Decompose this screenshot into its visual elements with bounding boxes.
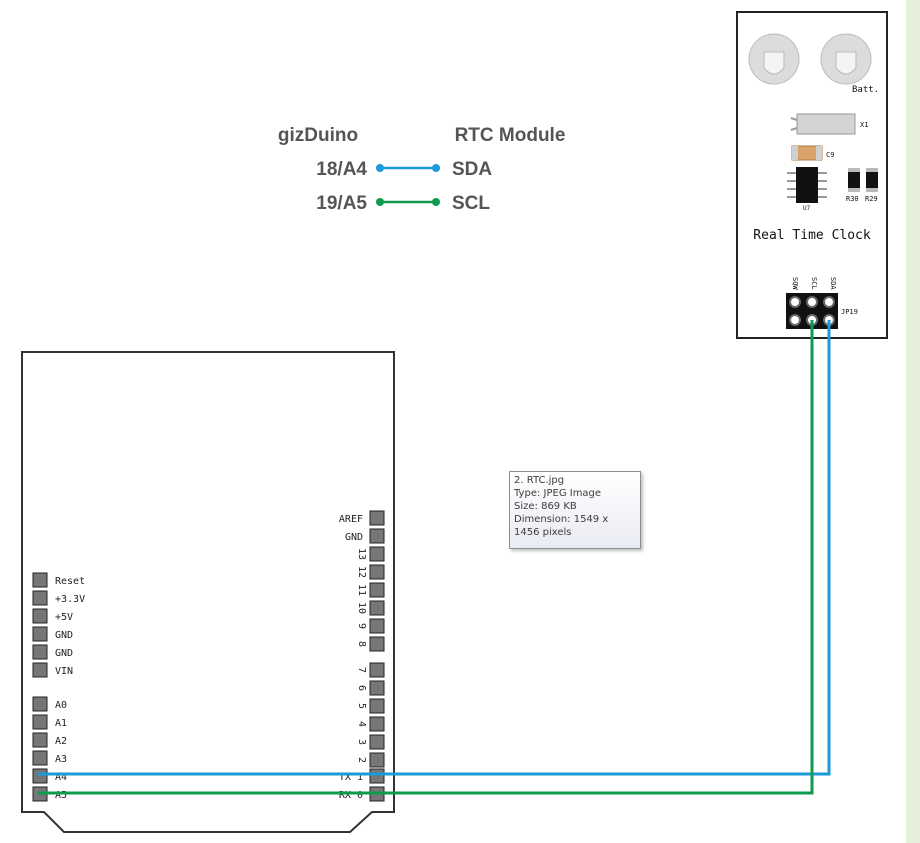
legend-gizduino-header: gizDuino <box>278 125 358 146</box>
sda-wire <box>38 320 831 776</box>
battery-holder-icon <box>748 33 872 85</box>
pin-d2 <box>369 752 385 768</box>
analog-pin-header <box>32 696 48 802</box>
pin-label: 9 <box>356 623 367 629</box>
pin-d1-tx <box>369 768 385 784</box>
power-pin-header <box>32 572 48 678</box>
pin-d10 <box>369 600 385 616</box>
pin-label: A5 <box>55 790 67 801</box>
pin-label: 6 <box>356 685 367 691</box>
pin-label: GND <box>55 630 73 641</box>
pin-d7 <box>369 662 385 678</box>
pin-d3 <box>369 734 385 750</box>
pin-label: Reset <box>55 576 85 587</box>
pin-label: 3 <box>356 739 367 745</box>
pin-a2 <box>32 732 48 748</box>
header-name: JP19 <box>841 308 858 316</box>
pin-d12 <box>369 564 385 580</box>
crystal-icon <box>790 113 856 135</box>
rtc-title: Real Time Clock <box>753 228 871 243</box>
pin-label: A2 <box>55 736 67 747</box>
legend-rtc-header: RTC Module <box>455 125 566 146</box>
pin-label: 2 <box>356 757 367 763</box>
pin-label: 12 <box>356 566 367 578</box>
pin-d13 <box>369 546 385 562</box>
pin-label: A4 <box>55 772 67 783</box>
tooltip-size: Size: 869 KB <box>514 501 577 512</box>
header-label-scl: SCL <box>810 277 818 290</box>
window-sidebar <box>906 0 920 843</box>
resistor-icon <box>848 168 878 192</box>
pin-label: AREF <box>339 514 363 525</box>
pin-a3 <box>32 750 48 766</box>
pin-label: 8 <box>356 641 367 647</box>
legend-row2-right: SCL <box>452 193 490 214</box>
pin-label: A0 <box>55 700 67 711</box>
pin-label: VIN <box>55 666 73 677</box>
batt-label: Batt. <box>852 85 879 95</box>
pin-3v3 <box>32 590 48 606</box>
legend-row1-right: SDA <box>452 159 492 180</box>
rtc-pin-header <box>786 293 838 329</box>
pin-label: +5V <box>55 612 73 623</box>
pin-label: RX 0 <box>339 790 363 801</box>
digital-pin-header-top <box>369 510 385 652</box>
pin-label: A3 <box>55 754 67 765</box>
cap-label: C9 <box>826 151 834 159</box>
legend-scl-dot-right <box>432 198 440 206</box>
scl-wire <box>38 320 814 795</box>
legend-scl-dot-left <box>376 198 384 206</box>
header-label-sda: SDA <box>829 277 837 290</box>
tooltip-dimension: Dimension: 1549 x 1456 pixels <box>514 514 609 538</box>
tooltip-name: 2. RTC.jpg <box>514 475 565 486</box>
resistor-label-r29: R29 <box>865 195 878 203</box>
capacitor-icon <box>791 145 823 161</box>
pin-d4 <box>369 716 385 732</box>
pin-a1 <box>32 714 48 730</box>
pin-a0 <box>32 696 48 712</box>
legend-row2-left: 19/A5 <box>316 193 367 214</box>
legend-sda-dot-right <box>432 164 440 172</box>
pin-gnd-2 <box>32 644 48 660</box>
pin-gnd-3 <box>369 528 385 544</box>
pin-aref <box>369 510 385 526</box>
pin-label: TX 1 <box>339 772 363 783</box>
pin-d6 <box>369 680 385 696</box>
tooltip-type: Type: JPEG Image <box>514 488 602 499</box>
resistor-label-r30: R30 <box>846 195 859 203</box>
gizduino-board <box>21 351 395 833</box>
pin-label: 13 <box>356 548 367 560</box>
crystal-label: X1 <box>860 121 868 129</box>
pin-d5 <box>369 698 385 714</box>
pin-a4 <box>32 768 48 784</box>
pin-label: GND <box>55 648 73 659</box>
pin-label: 5 <box>356 703 367 709</box>
ic-chip-icon <box>787 167 827 203</box>
pin-5v <box>32 608 48 624</box>
pin-label: +3.3V <box>55 594 85 605</box>
pin-d9 <box>369 618 385 634</box>
pin-reset <box>32 572 48 588</box>
pin-label: 7 <box>356 667 367 673</box>
pin-vin <box>32 662 48 678</box>
legend-row1-left: 18/A4 <box>316 159 367 180</box>
chip-label: U7 <box>803 205 811 212</box>
pin-label: 4 <box>356 721 367 727</box>
pin-d8 <box>369 636 385 652</box>
header-label-sqw: SQW <box>791 277 799 290</box>
pin-label: 11 <box>356 584 367 596</box>
pin-label: GND <box>345 532 363 543</box>
legend-sda-dot-left <box>376 164 384 172</box>
pin-gnd-1 <box>32 626 48 642</box>
pin-d11 <box>369 582 385 598</box>
pin-label: 10 <box>356 602 367 614</box>
file-info-tooltip: 2. RTC.jpg Type: JPEG Image Size: 869 KB… <box>509 471 641 549</box>
pin-label: A1 <box>55 718 67 729</box>
